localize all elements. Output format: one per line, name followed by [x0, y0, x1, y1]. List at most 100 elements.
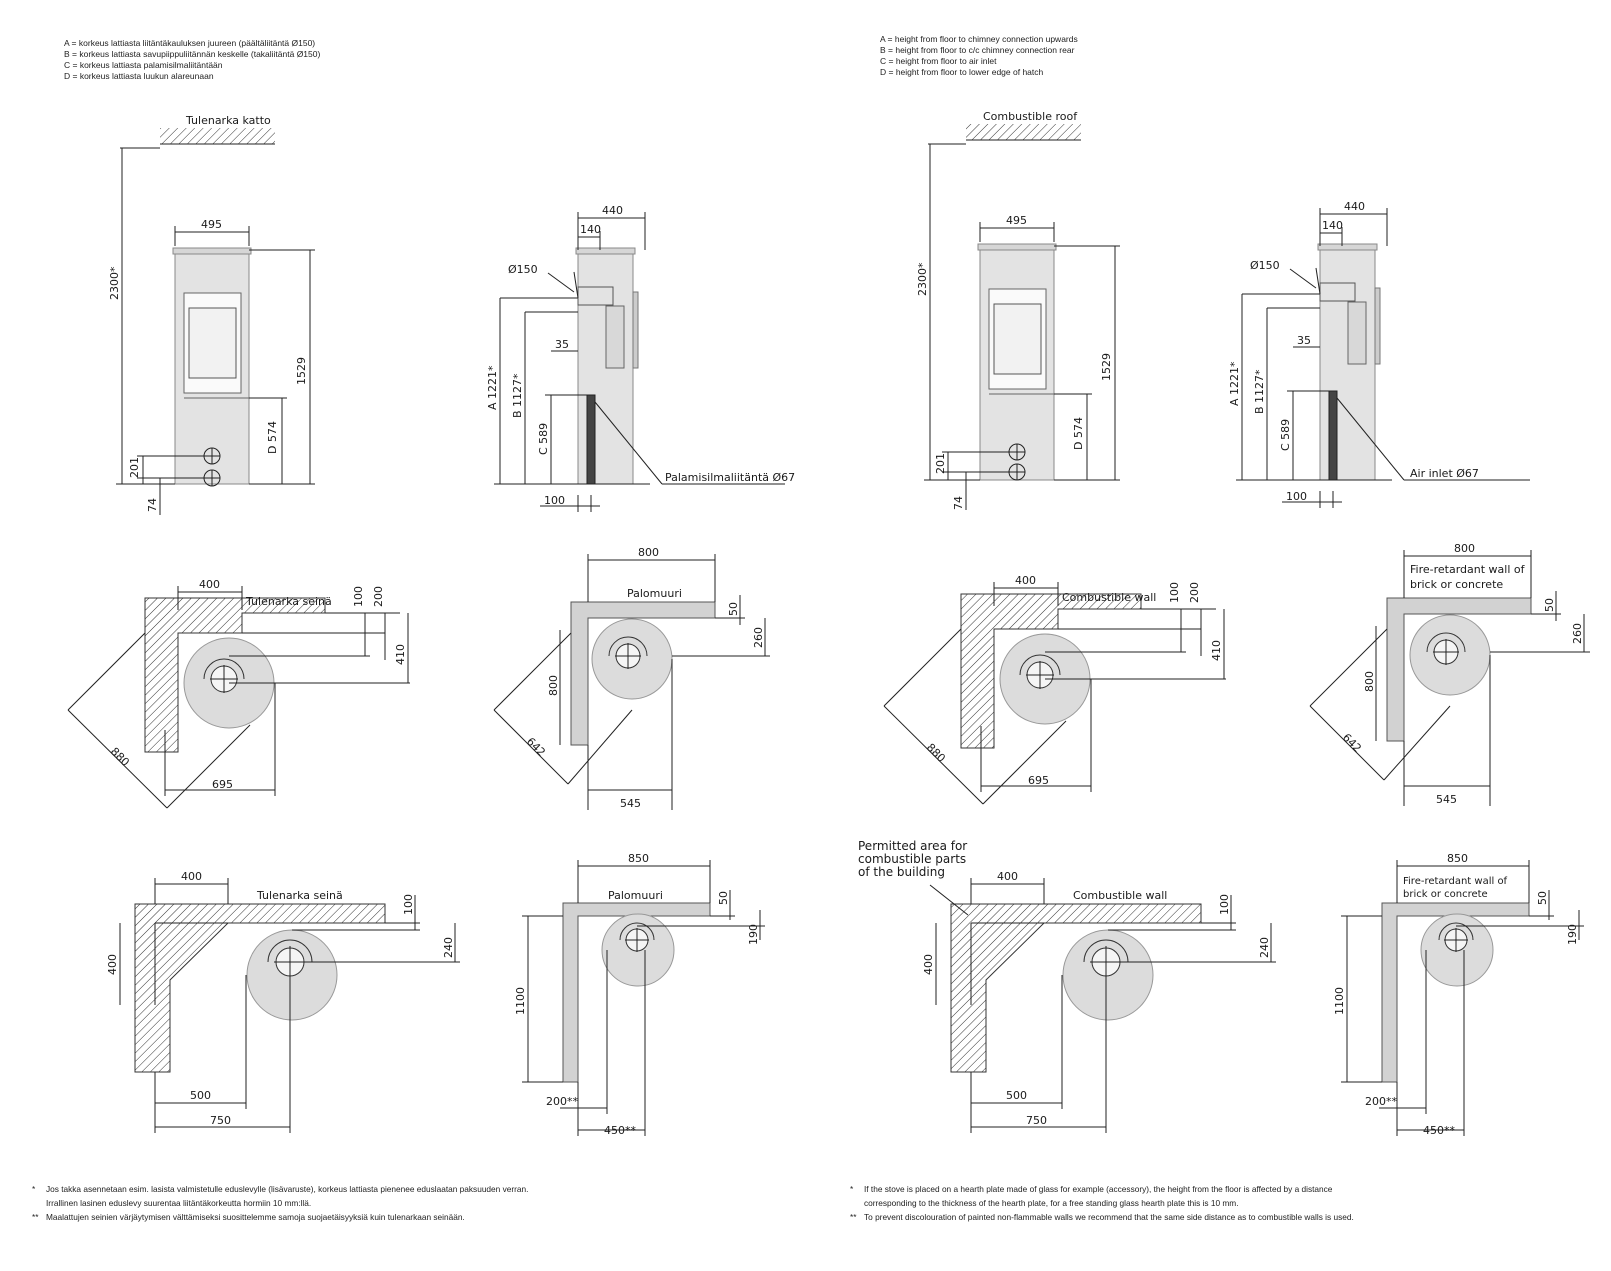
corner-firewall-en [1309, 550, 1590, 806]
label-wall: Combustible wall [1073, 889, 1167, 902]
dim-d574: D 574 [266, 421, 279, 454]
label-permitted-1: Permitted area for [858, 839, 967, 853]
label-air-inlet: Palamisilmaliitäntä Ø67 [665, 471, 795, 484]
dim-100: 100 [1218, 894, 1231, 915]
dim-410: 410 [394, 644, 407, 665]
dim-50: 50 [1536, 891, 1549, 905]
dim-74: 74 [952, 496, 965, 510]
dim-260: 260 [1571, 623, 1584, 644]
air-pipe [1328, 390, 1338, 481]
footnote-text: Irrallinen lasinen eduslevy suurentaa li… [46, 1198, 312, 1208]
corner-combustible-fi [67, 586, 410, 809]
dim-450: 450** [604, 1124, 636, 1137]
dim-50: 50 [727, 602, 740, 616]
label-air-inlet: Air inlet Ø67 [1410, 467, 1479, 480]
dim-b1127: B 1127* [1253, 369, 1266, 414]
label-firewall: Palomuuri [627, 587, 682, 600]
front-view-fi-labels: Tulenarka katto 495 2300* 1529 D 574 201… [108, 114, 308, 512]
footnote-mark: ** [32, 1212, 39, 1222]
corner-combustible-en [883, 582, 1226, 805]
dim-880: 880 [924, 741, 948, 765]
dim-850: 850 [628, 852, 649, 865]
dim-200: 200** [546, 1095, 578, 1108]
label-firewall-1: Fire-retardant wall of [1403, 876, 1508, 887]
parallel-combustible-fi-labels: 400 Tulenarka seinä 100 240 400 500 750 [106, 870, 455, 1127]
dim-500: 500 [1006, 1089, 1027, 1102]
dim-d574: D 574 [1072, 417, 1085, 450]
side-view-en-labels: 440 140 Ø150 35 A 1221* B 1127* C 589 10… [1228, 200, 1479, 503]
dim-201: 201 [934, 453, 947, 474]
legend-line-c: C = korkeus lattiasta palamisilmaliitänt… [64, 60, 223, 70]
dim-50: 50 [1543, 598, 1556, 612]
dim-450: 450** [1423, 1124, 1455, 1137]
footnote-text: Maalattujen seinien värjäytymisen välttä… [46, 1212, 465, 1222]
dim-100: 100 [1168, 582, 1181, 603]
dim-642: 642 [1340, 731, 1364, 755]
legend-english: A = height from floor to chimney connect… [880, 34, 1078, 78]
dim-500: 500 [190, 1089, 211, 1102]
footnotes-finnish: *Jos takka asennetaan esim. lasista valm… [32, 1182, 528, 1224]
dim-410: 410 [1210, 640, 1223, 661]
roof-hatch [966, 124, 1081, 140]
dim-240: 240 [442, 937, 455, 958]
dim-400: 400 [997, 870, 1018, 883]
dim-800: 800 [1454, 542, 1475, 555]
dim-201: 201 [128, 457, 141, 478]
front-view-en [924, 124, 1120, 510]
dim-400v: 400 [106, 954, 119, 975]
parallel-combustible-fi [119, 878, 460, 1133]
label-wall: Combustible wall [1062, 591, 1156, 604]
corner-firewall-en-labels: 800 Fire-retardant wall of brick or conc… [1340, 542, 1584, 806]
dim-100: 100 [402, 894, 415, 915]
dim-400: 400 [181, 870, 202, 883]
footnotes-english: *If the stove is placed on a hearth plat… [850, 1182, 1354, 1224]
dim-545: 545 [1436, 793, 1457, 806]
dim-200: 200 [1188, 582, 1201, 603]
legend-line-d: D = korkeus lattiasta luukun alareunaan [64, 71, 214, 81]
dim-495: 495 [1006, 214, 1027, 227]
dim-800: 800 [638, 546, 659, 559]
dim-140: 140 [1322, 219, 1343, 232]
footnote-text: To prevent discolouration of painted non… [864, 1212, 1354, 1222]
label-roof: Tulenarka katto [185, 114, 271, 127]
legend-line-c: C = height from floor to air inlet [880, 56, 997, 66]
dim-240: 240 [1258, 937, 1271, 958]
front-view-en-labels: Combustible roof 495 2300* 1529 D 574 20… [916, 110, 1113, 510]
corner-combustible-fi-labels: 400 Tulenarka seinä 100 200 410 880 695 [108, 578, 407, 791]
footnote-mark: ** [850, 1212, 857, 1222]
roof-hatch [160, 128, 275, 144]
dim-dia150: Ø150 [508, 263, 538, 276]
side-view-en [1236, 208, 1530, 508]
dim-2300: 2300* [108, 266, 121, 300]
dim-200: 200 [372, 586, 385, 607]
footnote-mark: * [850, 1184, 854, 1194]
dim-190: 190 [747, 924, 760, 945]
dim-695: 695 [212, 778, 233, 791]
dim-b1127: B 1127* [511, 373, 524, 418]
side-view-fi [494, 212, 785, 512]
dim-850: 850 [1447, 852, 1468, 865]
dim-440: 440 [602, 204, 623, 217]
combustible-wall-hatch [950, 903, 1202, 1073]
legend-line-b: B = korkeus lattiasta savupiippuliitännä… [64, 49, 321, 59]
dim-140: 140 [580, 223, 601, 236]
footnote-mark: * [32, 1184, 36, 1194]
legend-finnish: A = korkeus lattiasta liitäntäkauluksen … [64, 38, 320, 82]
dim-35: 35 [555, 338, 569, 351]
dim-1100: 1100 [514, 987, 527, 1015]
dim-260: 260 [752, 627, 765, 648]
front-view-fi [116, 128, 315, 515]
dim-190: 190 [1566, 924, 1579, 945]
label-firewall-2: brick or concrete [1410, 578, 1503, 591]
side-view-fi-labels: 440 140 Ø150 35 A 1221* B 1127* C 589 10… [486, 204, 795, 507]
dim-440: 440 [1344, 200, 1365, 213]
parallel-combustible-en [929, 878, 1276, 1133]
corner-firewall-fi [493, 554, 770, 810]
dim-100: 100 [352, 586, 365, 607]
legend-line-a: A = korkeus lattiasta liitäntäkauluksen … [64, 38, 316, 48]
dim-545: 545 [620, 797, 641, 810]
dim-400v: 400 [922, 954, 935, 975]
air-pipe [586, 394, 596, 485]
dim-695: 695 [1028, 774, 1049, 787]
